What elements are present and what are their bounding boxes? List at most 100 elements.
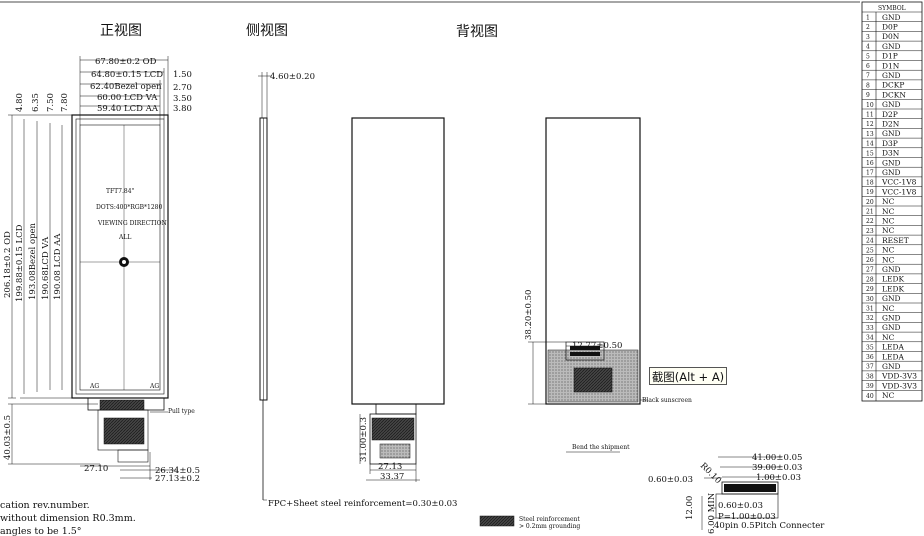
- pin-number: 26: [866, 257, 874, 264]
- pin-symbol: GND: [882, 129, 901, 138]
- panel-text-viewing: VIEWING DIRECTION: [97, 220, 167, 227]
- pin-symbol: GND: [882, 100, 901, 109]
- dim-left-small-4: 7.80: [60, 93, 70, 112]
- pin-number: 1: [866, 15, 870, 22]
- dim-left-small-3: 7.50: [46, 93, 56, 112]
- dim-od-height: 206.18±0.2 OD: [3, 231, 13, 298]
- pin-symbol: VDD-3V3: [881, 381, 917, 390]
- dim-left-small-2: 6.35: [31, 93, 41, 112]
- pin-table-frame: [861, 1, 923, 402]
- pin-symbol: D3P: [882, 139, 898, 148]
- pin-number: 10: [866, 102, 874, 109]
- dim-back-width-1: 27.13: [378, 462, 402, 472]
- pin-number: 34: [866, 335, 874, 342]
- ag-label-left: AG: [89, 383, 99, 390]
- pin-number: 19: [866, 189, 874, 196]
- dim-va-height: 190.68LCD VA: [41, 236, 51, 300]
- pin-symbol: VCC-1V8: [881, 187, 917, 196]
- pin-number: 23: [866, 228, 874, 235]
- pin-number: 25: [866, 247, 874, 254]
- pin-symbol: D1P: [882, 52, 898, 61]
- pin-number: 20: [866, 199, 874, 206]
- dim-conn-6min: 6.00 MIN: [707, 492, 717, 534]
- back-view-right: 38.20±0.50 12.77±0.50 Black sunscreen Be…: [524, 117, 692, 453]
- pin-number: 2: [866, 24, 870, 31]
- dim-bottom-3: 27.13±0.2: [155, 474, 200, 484]
- dim-conn-radius: R0.10: [698, 461, 723, 486]
- connector-detail: 41.00±0.05 39.00±0.03 1.00±0.03 0.60±0.0…: [648, 453, 825, 534]
- pin-number: 15: [866, 150, 874, 157]
- pin-number: 30: [866, 296, 874, 303]
- pin-symbol: D3N: [882, 149, 900, 158]
- dim-bottom-2: 26.34±0.5: [155, 466, 200, 476]
- pin-number: 8: [866, 82, 870, 89]
- dim-thickness: 4.60±0.20: [270, 72, 315, 82]
- dim-back-fpc-height: 31.00±0.3: [359, 417, 369, 462]
- dim-back-38: 38.20±0.50: [524, 290, 534, 340]
- fpc-connector-area: [103, 417, 145, 445]
- dim-right-4: 3.80: [173, 104, 192, 114]
- dim-va-width: 60.00 LCD VA: [97, 93, 158, 103]
- pin-symbol: VDD-3V3: [881, 372, 917, 381]
- bend-label: Bend the shipment: [572, 444, 630, 451]
- pin-symbol: VCC-1V8: [881, 178, 917, 187]
- pin-symbol: GND: [882, 362, 901, 371]
- pin-number: 40: [866, 393, 874, 400]
- active-area: [79, 124, 161, 391]
- dim-conn-060-left: 0.60±0.03: [648, 475, 693, 485]
- pin-symbol: NC: [882, 197, 895, 206]
- pin-number: 37: [866, 364, 874, 371]
- panel-text-all: ALL: [118, 234, 131, 241]
- dim-conn-060: 0.60±0.03: [718, 501, 763, 511]
- pin-number: 36: [866, 354, 874, 361]
- pin-symbol: NC: [882, 217, 895, 226]
- pin-symbol: GND: [882, 323, 901, 332]
- pin-symbol: GND: [882, 265, 901, 274]
- dim-right-1: 1.50: [173, 70, 192, 80]
- front-view: TFT7.84" DOTS:400*RGB*1280 VIEWING DIREC…: [3, 56, 200, 484]
- pin-symbol: GND: [882, 314, 901, 323]
- pin-symbol: D0P: [882, 23, 898, 32]
- dim-lcd-width: 64.80±0.15 LCD: [91, 70, 163, 80]
- pin-number: 11: [866, 112, 874, 119]
- pin-number: 27: [866, 267, 874, 274]
- pin-number: 13: [866, 131, 874, 138]
- pin-symbol: NC: [882, 391, 895, 400]
- panel-text-dots: DOTS:400*RGB*1280: [96, 204, 162, 211]
- pin-number: 29: [866, 286, 874, 293]
- dim-aa-height: 190.08 LCD AA: [53, 233, 63, 300]
- back-view-title: 背视图: [456, 24, 498, 40]
- pin-number: 33: [866, 325, 874, 332]
- pin-table-header: SYMBOL: [878, 5, 906, 12]
- ag-label-right: AG: [149, 383, 159, 390]
- pin-number: 5: [866, 53, 870, 60]
- dim-right-3: 3.50: [173, 94, 192, 104]
- pin-number: 39: [866, 383, 874, 390]
- pin-symbol: NC: [882, 255, 895, 264]
- pin-number: 14: [866, 141, 874, 148]
- pin-symbol: RESET: [882, 236, 909, 245]
- dim-left-small-1: 4.80: [15, 93, 25, 112]
- pin-symbol: GND: [882, 71, 901, 80]
- pin-symbol: DCKN: [882, 90, 906, 99]
- pin-number: 28: [866, 276, 874, 283]
- dim-conn-39: 39.00±0.03: [752, 463, 802, 473]
- connector-caption: 40pin 0.5Pitch Connecter: [714, 521, 825, 531]
- dim-aa-width: 59.40 LCD AA: [97, 104, 159, 114]
- pin-number: 4: [866, 44, 870, 51]
- pin-number: 31: [866, 306, 874, 313]
- back-left-outline: [351, 117, 445, 405]
- pin-symbol: D2P: [882, 110, 898, 119]
- dim-conn-pitch: P=1.00±0.03: [718, 512, 776, 522]
- dim-od-width: 67.80±0.2 OD: [95, 57, 157, 67]
- pin-symbol: NC: [882, 304, 895, 313]
- pin-number: 3: [866, 34, 870, 41]
- side-view-title: 侧视图: [246, 23, 288, 39]
- legend-swatch: [479, 515, 515, 527]
- pin-symbol: D2N: [882, 120, 900, 129]
- dim-bezel-width: 62.40Bezel open: [90, 82, 162, 92]
- dim-right-2: 2.70: [173, 83, 192, 93]
- pin-symbol: GND: [882, 13, 901, 22]
- dim-back-width-2: 33.37: [380, 472, 404, 482]
- back-view-left: 31.00±0.3 27.13 33.37 Steel reinforcemen…: [351, 117, 580, 530]
